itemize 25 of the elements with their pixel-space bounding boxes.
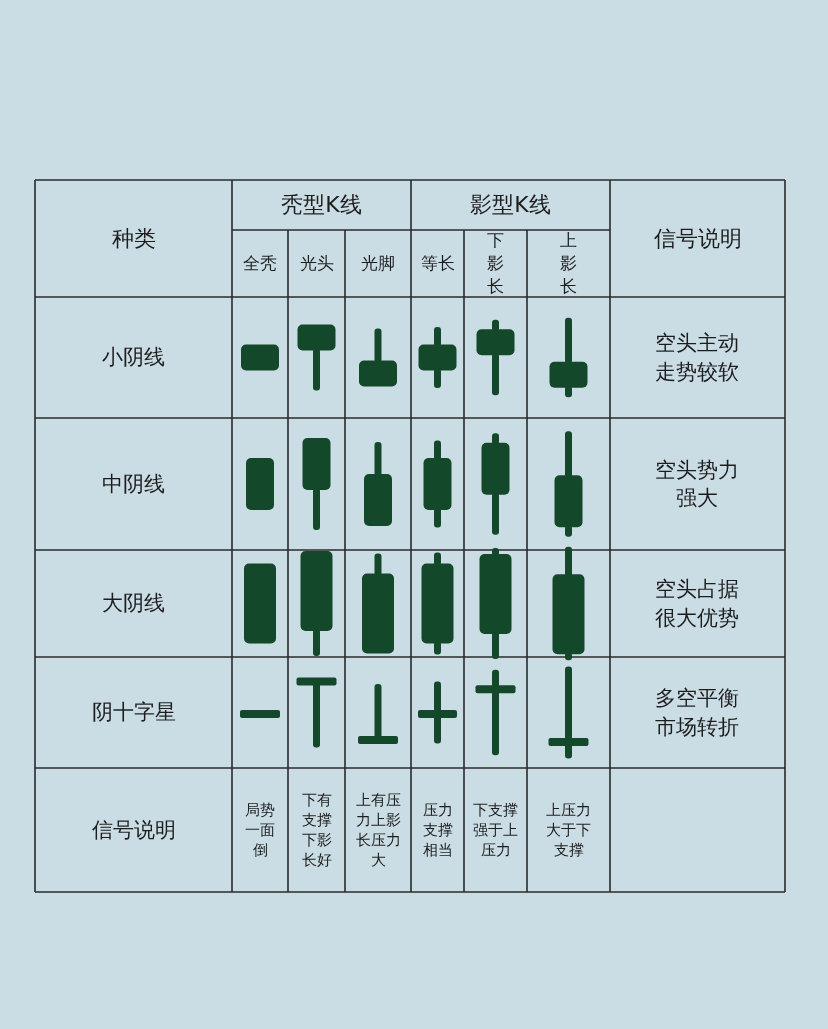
column-header: 信号说明 <box>653 224 742 253</box>
column-header: 全秃 <box>243 252 277 275</box>
row-header: 信号说明 <box>91 816 176 844</box>
column-header: 种类 <box>111 224 156 253</box>
column-header: 光头 <box>299 252 334 275</box>
signal-text: 多空平衡市场转折 <box>654 685 741 741</box>
row-header: 小阴线 <box>102 344 165 372</box>
row-header: 大阴线 <box>102 590 165 618</box>
column-header: 光脚 <box>361 252 395 275</box>
column-header: 等长 <box>420 252 455 275</box>
column-header: 下影长 <box>486 229 505 298</box>
group-header: 秃型K线 <box>281 191 362 220</box>
signal-text: 上有压力上影长压力大 <box>354 789 402 871</box>
row-header: 阴十字星 <box>91 699 176 727</box>
signal-text: 下有支撑下影长好 <box>300 789 333 871</box>
signal-text: 压力支撑相当 <box>421 799 454 861</box>
signal-text: 空头占据很大优势 <box>654 576 741 632</box>
signal-text: 上压力大于下支撑 <box>545 799 592 861</box>
signal-text: 空头势力强大 <box>654 456 741 512</box>
column-header: 上影长 <box>559 229 578 298</box>
row-header: 中阴线 <box>102 470 165 498</box>
signal-text: 空头主动走势较软 <box>654 330 741 386</box>
signal-text: 下支撑强于上压力 <box>472 799 519 861</box>
group-header: 影型K线 <box>470 191 551 220</box>
signal-text: 局势一面倒 <box>244 799 276 861</box>
